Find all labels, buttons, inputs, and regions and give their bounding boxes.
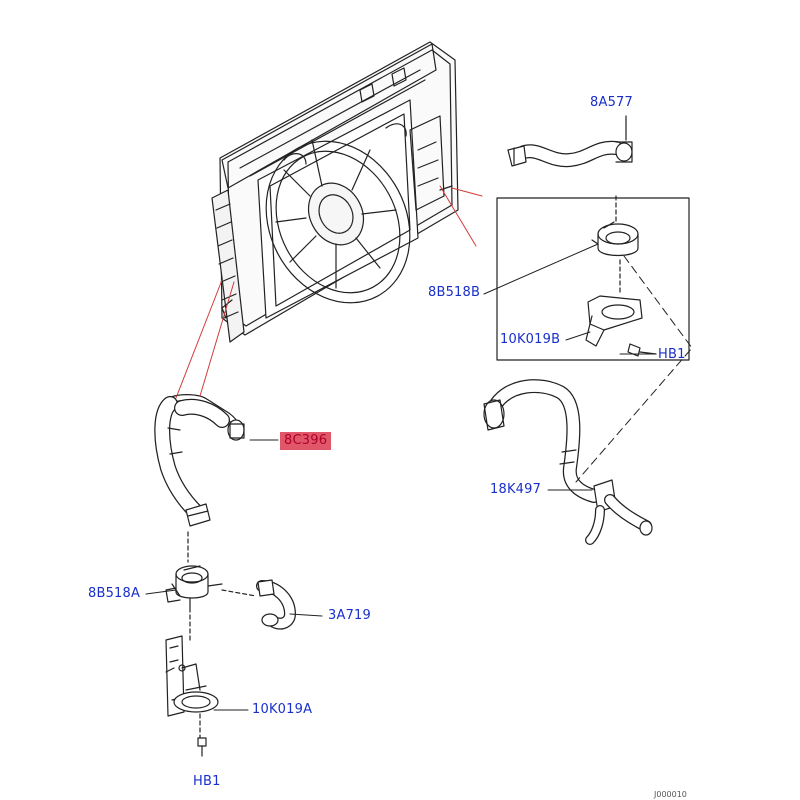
hose-18K497 (483, 379, 653, 545)
hose-8C396 (154, 394, 245, 527)
hose-8A577 (507, 115, 633, 168)
label-10K019B[interactable]: 10K019B (500, 332, 561, 347)
diagram-reference-number: J000010 (654, 790, 687, 799)
radiator-fan-assembly (211, 41, 459, 343)
pump-8B518A (165, 531, 223, 609)
inset-box (496, 195, 690, 361)
hose-3A719 (221, 579, 296, 630)
label-8A577[interactable]: 8A577 (590, 95, 633, 110)
bracket-10K019A (165, 607, 219, 757)
label-3A719[interactable]: 3A719 (328, 608, 371, 623)
leader-lines (145, 185, 693, 711)
label-8B518B[interactable]: 8B518B (428, 285, 481, 300)
label-10K019A[interactable]: 10K019A (252, 702, 313, 717)
label-18K497[interactable]: 18K497 (490, 482, 542, 497)
label-8B518A[interactable]: 8B518A (88, 586, 141, 601)
label-HB1-upper[interactable]: HB1 (658, 347, 686, 362)
label-8C396-highlighted[interactable]: 8C396 (280, 432, 332, 450)
label-HB1-lower[interactable]: HB1 (193, 774, 221, 789)
